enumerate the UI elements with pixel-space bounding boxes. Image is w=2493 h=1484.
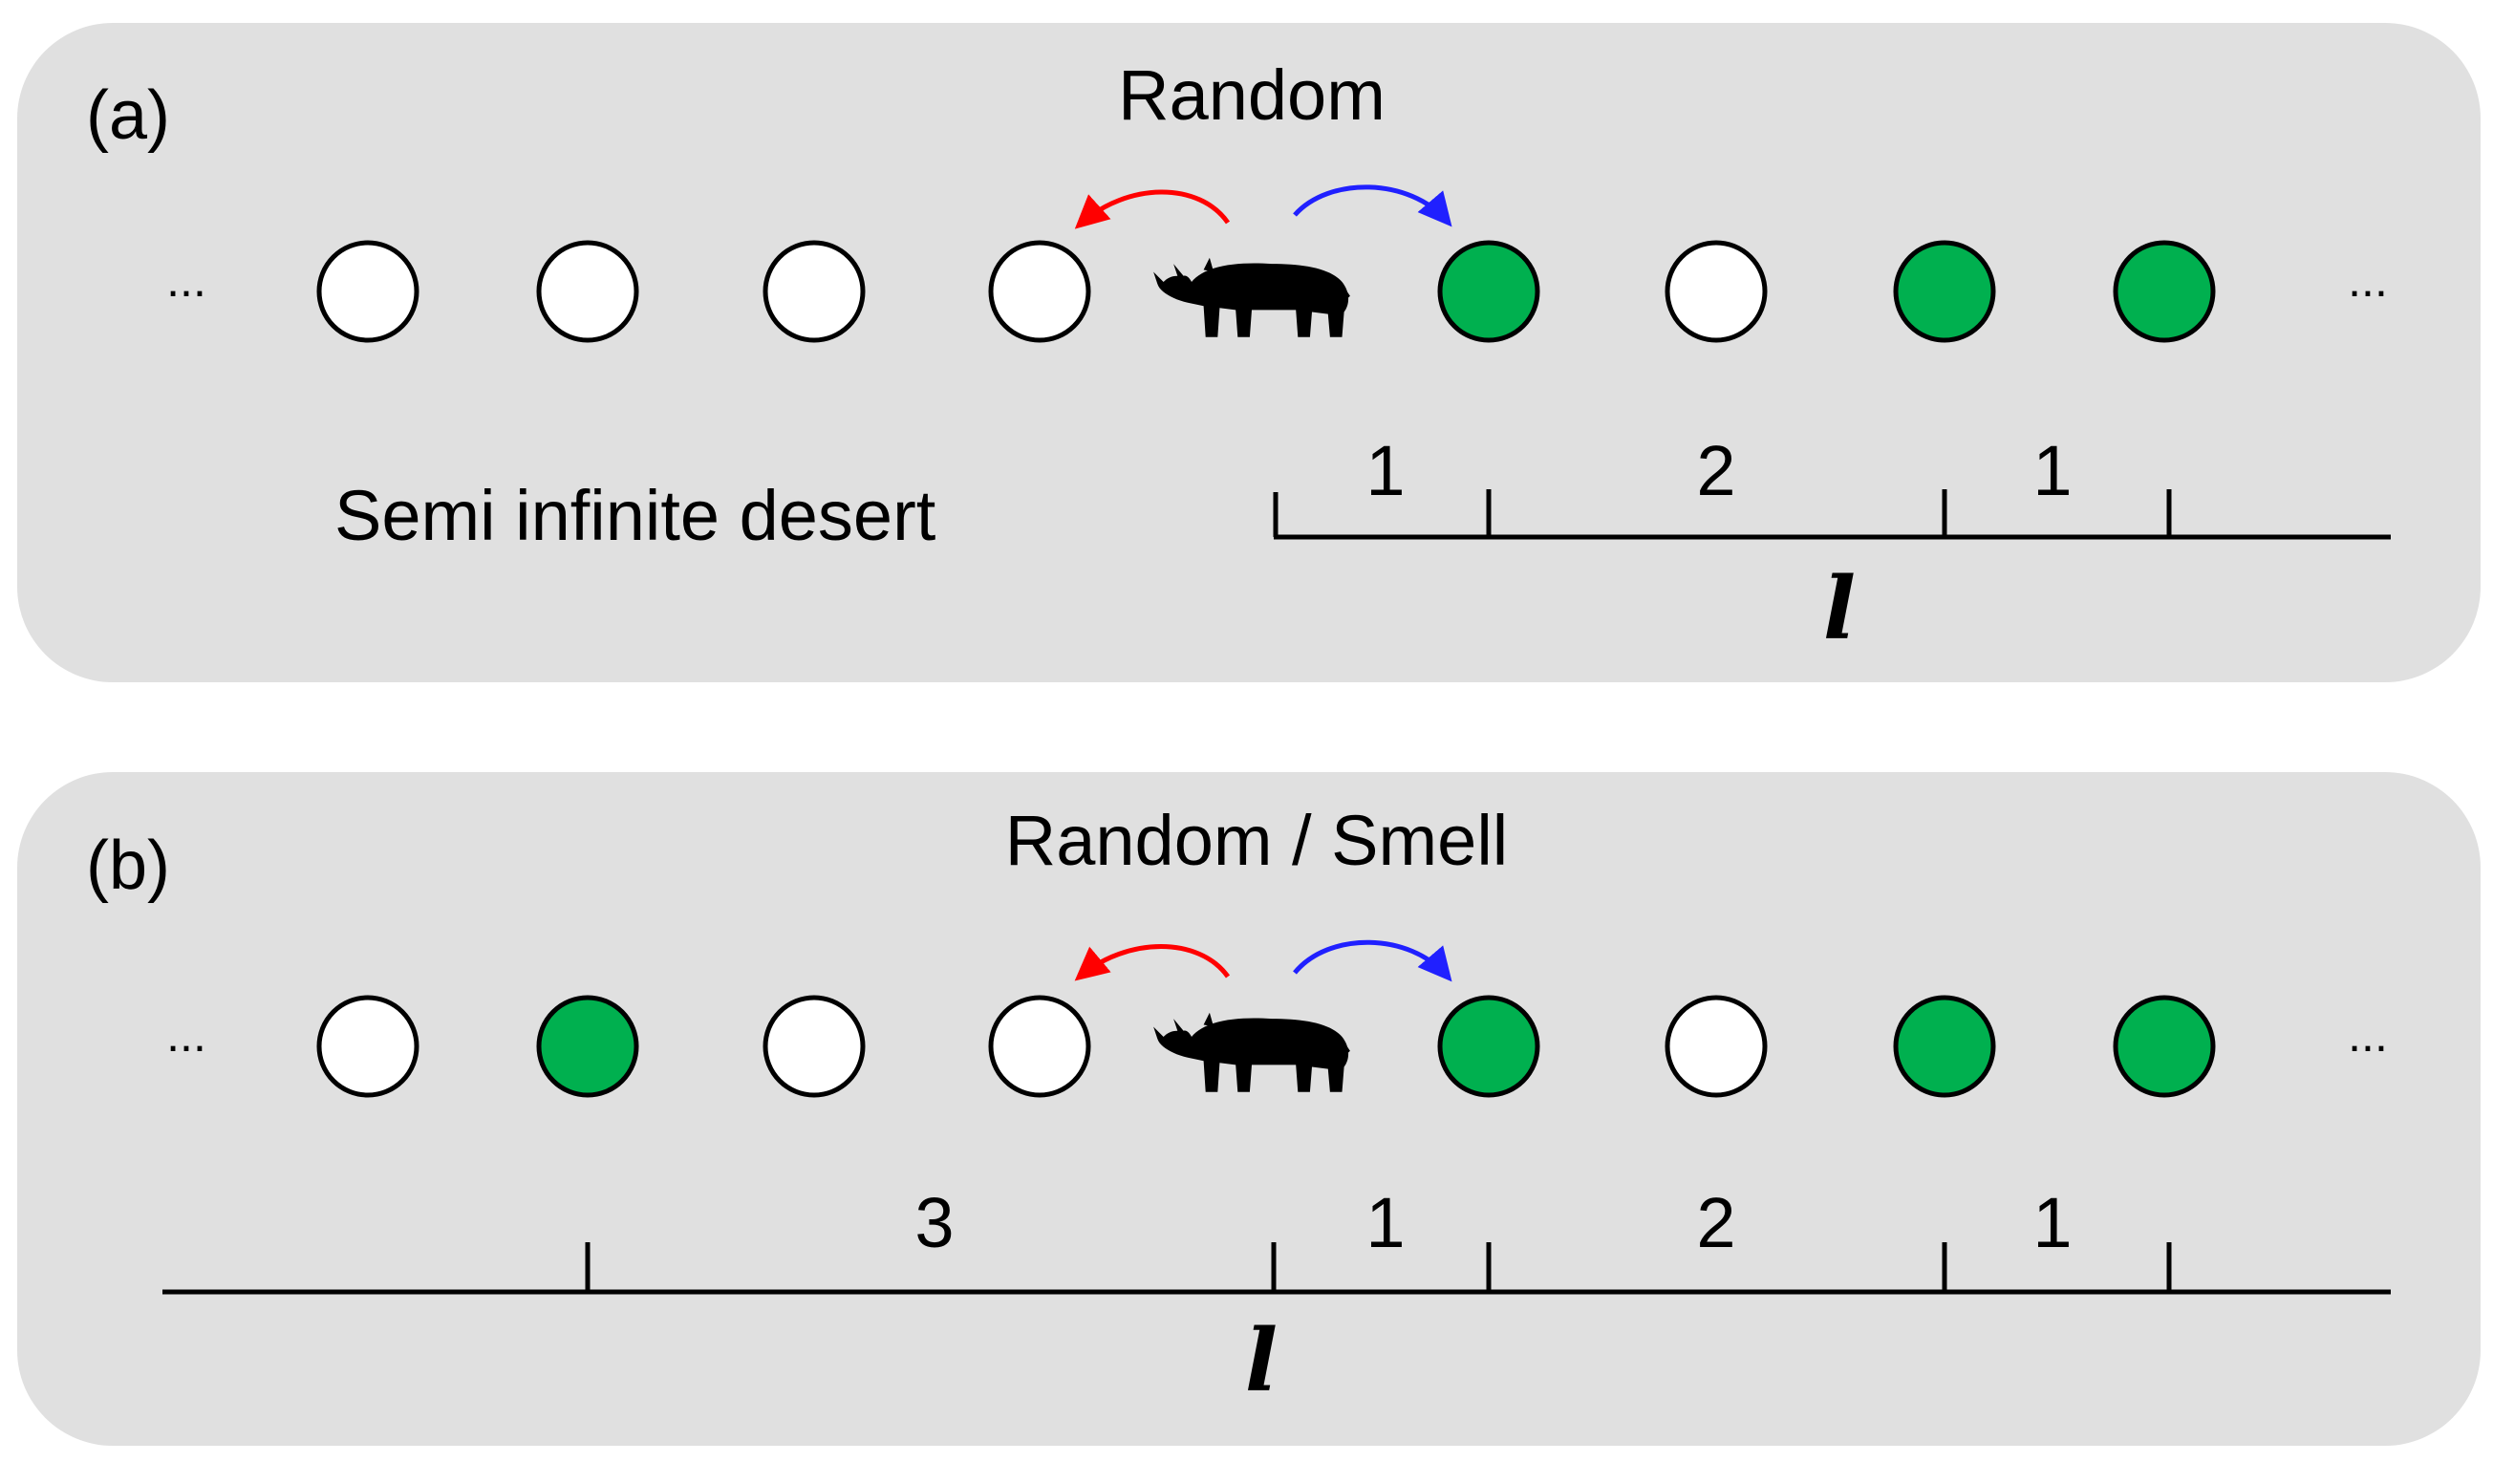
panel-a-segment-label: 2 — [1696, 431, 1735, 510]
panel-a-left-ellipsis: ... — [166, 253, 206, 307]
food-site — [1893, 240, 1996, 343]
panel-a-axis-symbol: l — [1823, 558, 1856, 659]
panel-b-right-ellipsis: ... — [2348, 1008, 2388, 1062]
panel-a-note: Semi infinite desert — [334, 476, 936, 555]
panel-a-title: Random — [1118, 55, 1386, 135]
jump-left-arrow — [1074, 189, 1231, 229]
jump-left-arrow — [1074, 944, 1231, 981]
panel-a-right-ellipsis: ... — [2348, 253, 2388, 307]
food-site — [2113, 995, 2216, 1098]
panel-a-axis: 1 2 1 l — [1273, 431, 2391, 659]
panel-b-segment-label: 3 — [914, 1183, 954, 1262]
jump-right-arrow — [1293, 939, 1452, 982]
food-site — [1893, 995, 1996, 1098]
empty-site — [1665, 240, 1768, 343]
panel-b-segment-label: 1 — [1365, 1183, 1405, 1262]
panel-b-title: Random / Smell — [1005, 801, 1508, 880]
panel-b-arrows — [1074, 939, 1452, 982]
panel-a: (a) Random ... ... Semi infinite desert … — [17, 23, 2481, 682]
jump-right-arrow — [1293, 184, 1452, 227]
food-site — [1437, 240, 1540, 343]
panel-b: (b) Random / Smell ... ... 3 1 2 1 l — [17, 772, 2481, 1446]
panel-b-background — [17, 772, 2481, 1446]
empty-site — [763, 240, 866, 343]
panel-b-segment-label: 1 — [2032, 1183, 2072, 1262]
empty-site — [763, 995, 866, 1098]
food-site — [536, 995, 639, 1098]
panel-a-arrows — [1074, 184, 1452, 229]
panel-a-segment-label: 1 — [1365, 431, 1405, 510]
panel-b-segment-label: 2 — [1696, 1183, 1735, 1262]
panel-a-segment-label: 1 — [2032, 431, 2072, 510]
empty-site — [316, 995, 419, 1098]
empty-site — [316, 240, 419, 343]
panel-a-background — [17, 23, 2481, 682]
panel-b-axis-symbol: l — [1245, 1310, 1278, 1411]
empty-site — [1665, 995, 1768, 1098]
food-site — [2113, 240, 2216, 343]
panel-b-sites — [316, 995, 2216, 1098]
food-site — [1437, 995, 1540, 1098]
panel-a-sites — [316, 240, 2216, 343]
panel-b-tag: (b) — [86, 828, 170, 904]
panel-b-left-ellipsis: ... — [166, 1008, 206, 1062]
empty-site — [536, 240, 639, 343]
panel-a-tag: (a) — [86, 77, 170, 154]
empty-site — [988, 995, 1091, 1098]
empty-site — [988, 240, 1091, 343]
panel-b-axis: 3 1 2 1 l — [162, 1183, 2391, 1411]
